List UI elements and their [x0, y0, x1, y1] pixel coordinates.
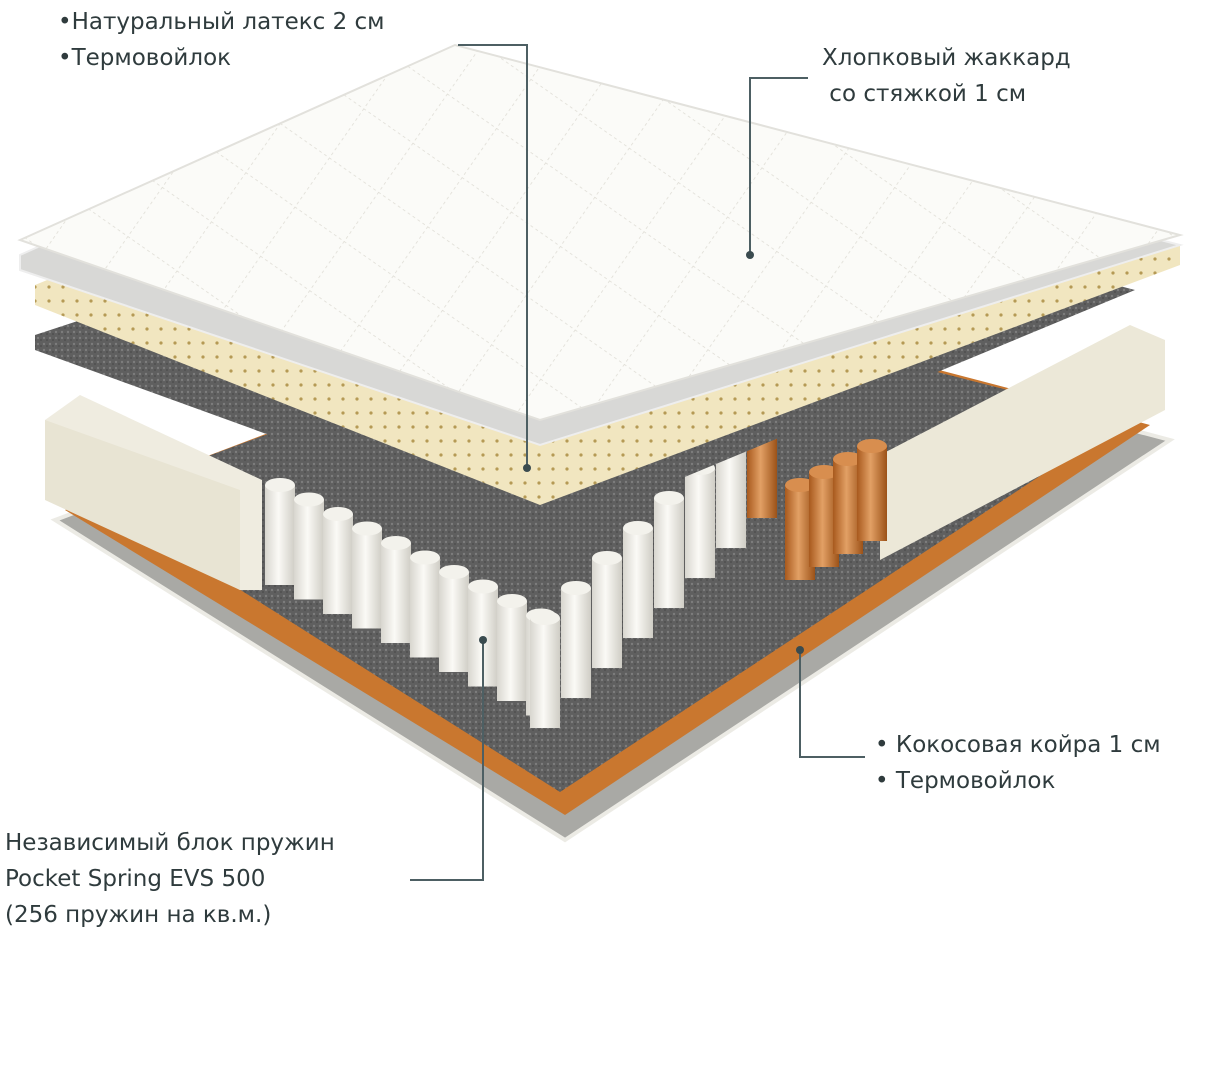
label-jacquard-line2: со стяжкой 1 см — [822, 81, 1027, 107]
label-coir: • Кокосовая койра 1 см • Термовойлок — [875, 727, 1161, 799]
leader-coir — [799, 650, 865, 758]
leader-dot — [523, 464, 531, 472]
spring-pocket — [294, 499, 324, 600]
foam-side-right — [880, 325, 1165, 560]
spring-pocket — [410, 557, 440, 658]
jacquard-cover — [17, 43, 1184, 422]
leader-springs — [410, 640, 484, 881]
spring-top — [468, 579, 498, 594]
spring-pocket — [381, 543, 411, 643]
label-coir-line1: • Кокосовая койра 1 см — [875, 732, 1161, 758]
label-jacquard: Хлопковый жаккард со стяжкой 1 см — [822, 40, 1071, 112]
spring-top — [833, 452, 863, 466]
spring-top — [265, 478, 295, 492]
spring-top — [785, 478, 815, 492]
label-latex-line2: •Термовойлок — [58, 45, 232, 71]
spring-top — [439, 565, 469, 579]
spring-top — [654, 491, 684, 505]
foam-side-left — [45, 395, 262, 590]
spring-top — [530, 611, 560, 625]
spring-pocket — [623, 528, 653, 638]
spring-pocket — [654, 498, 684, 608]
spring-top — [497, 594, 527, 608]
spring-pocket — [561, 588, 591, 698]
spring-top — [410, 550, 440, 565]
spring-top — [623, 521, 653, 535]
spring-pocket — [265, 485, 295, 585]
spring-pocket — [439, 572, 469, 672]
spring-pocket — [530, 618, 560, 728]
spring-pocket — [592, 558, 622, 668]
label-latex: •Натуральный латекс 2 см •Термовойлок — [58, 4, 385, 76]
spring-top — [561, 581, 591, 595]
leader-dot — [796, 646, 804, 654]
spring-top — [592, 551, 622, 565]
label-springs-line1: Независимый блок пружин — [5, 830, 335, 856]
label-jacquard-line1: Хлопковый жаккард — [822, 45, 1071, 71]
label-coir-line2: • Термовойлок — [875, 768, 1056, 794]
spring-pocket — [352, 528, 382, 629]
leader-dot — [746, 251, 754, 259]
leader-jacquard — [749, 77, 808, 255]
pocket-spring-block — [265, 401, 887, 728]
leader-dot — [479, 636, 487, 644]
spring-top — [809, 465, 839, 479]
spring-top — [352, 521, 382, 536]
leader-lines — [410, 44, 865, 881]
label-springs-line2: Pocket Spring EVS 500 — [5, 866, 266, 892]
spring-pocket — [323, 514, 353, 614]
spring-top — [381, 536, 411, 550]
label-springs-line3: (256 пружин на кв.м.) — [5, 902, 272, 928]
label-latex-line1: •Натуральный латекс 2 см — [58, 9, 385, 35]
spring-top — [323, 507, 353, 521]
spring-pocket — [497, 601, 527, 701]
spring-pocket — [857, 446, 887, 541]
spring-top — [294, 492, 324, 507]
spring-top — [857, 439, 887, 453]
leader-latex — [458, 44, 528, 468]
label-springs: Независимый блок пружин Pocket Spring EV… — [5, 825, 335, 933]
spring-pocket — [685, 468, 715, 578]
